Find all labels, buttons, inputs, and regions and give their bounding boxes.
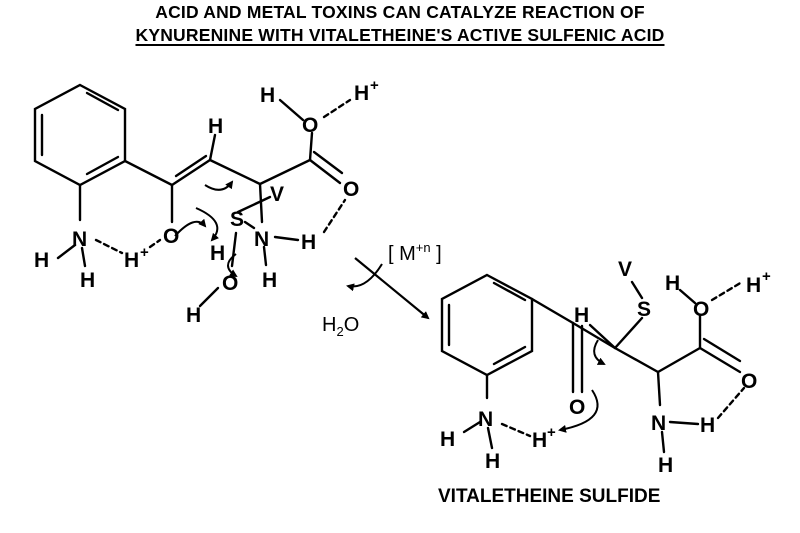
title-line-1: ACID AND METAL TOXINS CAN CATALYZE REACT…	[155, 2, 645, 22]
product-atom-h: H	[440, 428, 455, 451]
reaction-arrow: [ M+n ] H2O	[322, 240, 442, 339]
reactant-charge-plus: +	[140, 244, 149, 261]
reactant-benzene-ring	[33, 83, 127, 187]
product-atom-s: S	[637, 298, 651, 321]
reactant-molecule	[33, 83, 344, 308]
reactant-charge-plus: +	[370, 77, 379, 94]
product-charge-plus: +	[762, 268, 771, 285]
product-atom-h: H	[574, 304, 589, 327]
product-atom-n: N	[651, 412, 666, 435]
reactant-atom-o: O	[343, 178, 359, 201]
reactant-atom-s: S	[230, 208, 244, 231]
reactant-atom-h-plus: H	[124, 249, 139, 272]
reactant-electron-arrows	[174, 180, 238, 278]
reactant-atom-h: H	[208, 115, 223, 138]
reactant-atom-o: O	[222, 272, 238, 295]
product-atom-o: O	[741, 370, 757, 393]
product-atom-o: O	[693, 298, 709, 321]
water-byproduct-label: H2O	[322, 314, 359, 339]
reactant-atom-h-plus: H	[354, 82, 369, 105]
product-atom-labels: V S H H H + O O O N H H H N H H + VITALE…	[438, 258, 771, 507]
catalyst-label: [ M+n ]	[388, 240, 442, 265]
product-atom-n: N	[478, 408, 493, 431]
reactant-atom-h: H	[210, 242, 225, 265]
product-name-caption: VITALETHEINE SULFIDE	[438, 486, 660, 507]
reactant-hydrogen-bonds	[94, 98, 352, 255]
product-atom-h-plus: H	[746, 274, 761, 297]
reactant-atom-h: H	[262, 269, 277, 292]
reactant-atom-labels: H H H + O O S V N H H N H H + O H O H H	[34, 77, 379, 327]
reactant-atom-h: H	[186, 304, 201, 327]
product-atom-h: H	[665, 272, 680, 295]
reactant-atom-h: H	[80, 269, 95, 292]
reactant-atom-v: V	[270, 183, 284, 206]
product-atom-h-plus: H	[532, 429, 547, 452]
product-atom-v: V	[618, 258, 632, 281]
product-benzene-ring	[440, 273, 534, 377]
reactant-atom-o: O	[163, 225, 179, 248]
product-hydrogen-bonds	[500, 280, 746, 438]
product-atom-h: H	[658, 454, 673, 477]
reactant-atom-h: H	[260, 84, 275, 107]
product-atom-h: H	[700, 414, 715, 437]
product-electron-arrows	[558, 339, 606, 433]
product-atom-o: O	[569, 396, 585, 419]
reactant-atom-n: N	[72, 228, 87, 251]
product-molecule	[440, 273, 742, 454]
title-line-2: KYNURENINE WITH VITALETHEINE'S ACTIVE SU…	[135, 25, 665, 45]
reactant-atom-h: H	[301, 231, 316, 254]
product-atom-h: H	[485, 450, 500, 473]
product-charge-plus: +	[547, 424, 556, 441]
reactant-atom-o: O	[302, 114, 318, 137]
reactant-atom-h: H	[34, 249, 49, 272]
reactant-atom-n: N	[254, 228, 269, 251]
